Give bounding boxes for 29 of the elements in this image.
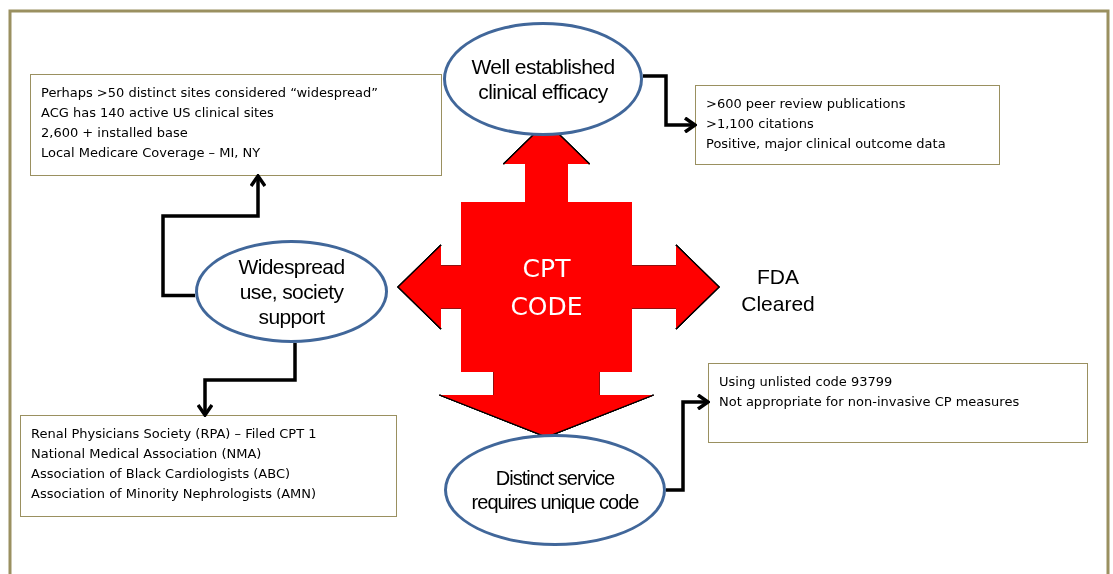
node-label: FDA Cleared xyxy=(740,263,816,317)
text-box xyxy=(20,415,397,517)
node-label: National Medical Association (NMA) xyxy=(31,445,263,463)
elbow-arrow xyxy=(643,74,697,134)
node-label: Distinct service requires unique code xyxy=(470,466,640,514)
node-label: Using unlisted code 93799 xyxy=(719,373,894,391)
node-label: CPT CODE xyxy=(509,253,584,323)
text-box xyxy=(30,74,442,176)
block-arrow xyxy=(632,244,720,330)
node-label: ACG has 140 active US clinical sites xyxy=(41,104,275,122)
elbow-arrow xyxy=(161,174,267,298)
node-label: Local Medicare Coverage – MI, NY xyxy=(41,144,262,162)
node-label: 2,600 + installed base xyxy=(41,124,189,142)
node-label: Association of Minority Nephrologists (AMN) xyxy=(31,485,318,503)
node-label: >1,100 citations xyxy=(706,115,815,133)
node-label: >600 peer review publications xyxy=(706,95,907,113)
node-label: Association of Black Cardiologists (ABC) xyxy=(31,465,292,483)
node-label: Not appropriate for non-invasive CP measures xyxy=(719,393,1021,411)
text-box xyxy=(708,363,1088,443)
block-arrow xyxy=(397,244,461,330)
square-block xyxy=(461,202,632,372)
node-label: Well established clinical efficacy xyxy=(470,53,616,105)
node-label: Positive, major clinical outcome data xyxy=(706,135,947,153)
node-label: Perhaps >50 distinct sites considered “widespread” xyxy=(41,84,379,102)
node-label: Renal Physicians Society (RPA) – Filed CPT 1 xyxy=(31,425,318,443)
node-label: Widespread use, society support xyxy=(237,253,346,330)
elbow-arrow xyxy=(666,393,710,492)
text-box xyxy=(695,85,1000,165)
elbow-arrow xyxy=(196,343,297,417)
